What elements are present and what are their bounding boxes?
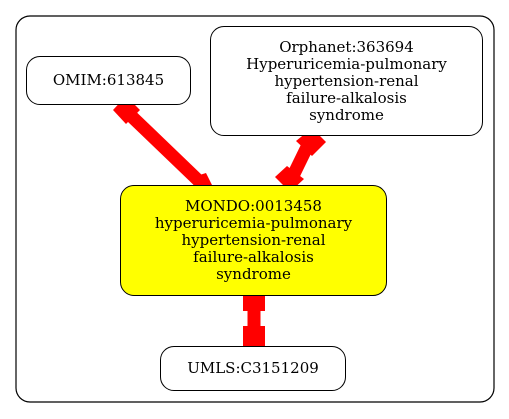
graph-boundary	[15, 15, 495, 403]
orphanet-node[interactable]: Orphanet:363694 Hyperuricemia-pulmonary …	[210, 26, 483, 136]
mondo-node[interactable]: MONDO:0013458 hyperuricemia-pulmonary hy…	[120, 185, 387, 296]
umls-node[interactable]: UMLS:C3151209	[160, 346, 346, 391]
omim-node[interactable]: OMIM:613845	[26, 56, 191, 105]
edge-omim-mondo	[113, 96, 214, 194]
edge-orphanet-mondo	[275, 128, 326, 192]
edge-mondo-umls	[243, 291, 265, 348]
